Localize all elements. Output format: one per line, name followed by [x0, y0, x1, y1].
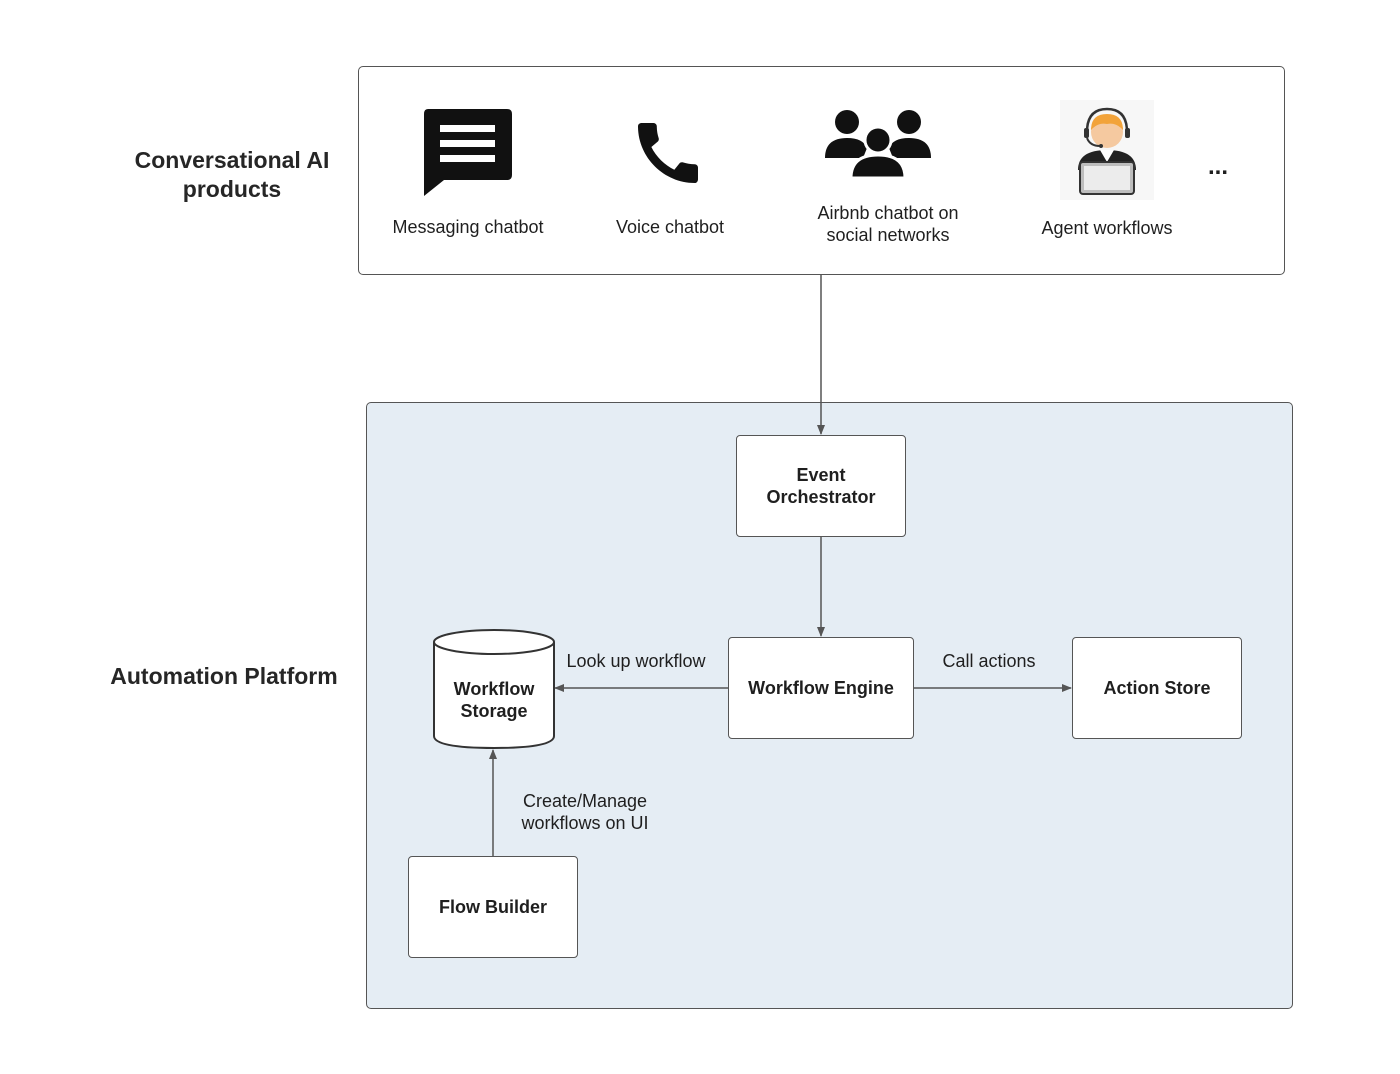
edge-label-lookup: Look up workflow	[566, 651, 706, 671]
support-agent-icon	[1060, 100, 1154, 200]
product-agent-workflows: Agent workflows	[1041, 218, 1173, 238]
flow-builder-node: Flow Builder	[408, 856, 578, 958]
products-section-label: Conversational AI products	[134, 147, 330, 202]
workflow-engine-node: Workflow Engine	[728, 637, 914, 739]
chat-bubble-icon	[424, 109, 512, 196]
action-store-node: Action Store	[1072, 637, 1242, 739]
event-orchestrator-node: Event Orchestrator	[736, 435, 906, 537]
workflow-storage-node: Workflow Storage	[453, 679, 535, 721]
more-products-ellipsis: ...	[1207, 153, 1228, 180]
product-messaging-chatbot: Messaging chatbot	[392, 217, 544, 237]
platform-section-label: Automation Platform	[110, 663, 338, 689]
edge-label-call-actions: Call actions	[942, 651, 1036, 671]
workflow-storage-cylinder	[433, 629, 555, 750]
phone-icon	[638, 123, 698, 183]
product-airbnb-chatbot: Airbnb chatbot on social networks	[817, 203, 959, 245]
product-voice-chatbot: Voice chatbot	[615, 217, 725, 237]
edge-label-create-manage: Create/Manage workflows on UI	[521, 791, 649, 833]
group-icon	[825, 110, 931, 180]
